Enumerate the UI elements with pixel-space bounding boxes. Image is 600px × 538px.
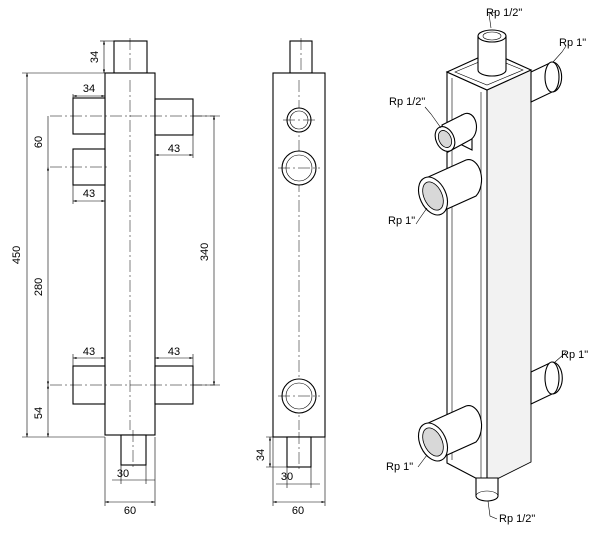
dim-lower-offset: 54 xyxy=(33,407,45,419)
dim-mid-left-stub: 43 xyxy=(83,188,95,200)
iso-label-upper-left-large: Rp 1" xyxy=(388,215,415,227)
side-small-port xyxy=(283,107,315,133)
dim-side-bottom-pipe-height: 34 xyxy=(255,449,267,461)
iso-lower-left-large-stub xyxy=(417,405,483,462)
dim-bottom-pipe-width: 30 xyxy=(117,468,129,480)
iso-label-top: Rp 1/2" xyxy=(486,7,522,19)
iso-upper-left-large-stub xyxy=(417,159,483,216)
iso-bottom-pipe xyxy=(475,477,499,502)
dim-top-pipe-height: 34 xyxy=(89,51,101,63)
front-bottom-pipe xyxy=(120,434,147,466)
dim-side-body-width: 60 xyxy=(292,505,304,517)
iso-top-pipe xyxy=(477,29,507,77)
dim-upper-right-stub: 43 xyxy=(168,143,180,155)
iso-upper-left-small-stub xyxy=(434,112,477,153)
iso-label-lower-right: Rp 1" xyxy=(561,349,588,361)
dim-right-height: 340 xyxy=(199,243,211,261)
iso-upper-right-stub xyxy=(530,61,563,103)
iso-lower-right-stub xyxy=(530,361,563,405)
dim-body-width: 60 xyxy=(124,505,136,517)
dim-center-height: 280 xyxy=(33,278,45,296)
isometric-view: Rp 1/2" Rp 1" Rp 1/2" Rp 1" Rp 1" Rp 1" … xyxy=(386,7,588,525)
dim-upper-stub-offset: 60 xyxy=(33,136,45,148)
dim-side-bottom-pipe-width: 30 xyxy=(281,471,293,483)
dim-lower-left-stub: 43 xyxy=(83,346,95,358)
iso-label-upper-right: Rp 1" xyxy=(559,37,586,49)
side-view: 34 30 60 xyxy=(255,38,326,517)
iso-label-bottom: Rp 1/2" xyxy=(499,513,535,525)
dim-total-height: 450 xyxy=(11,246,23,264)
front-upper-right-stub xyxy=(154,98,194,136)
front-main-body xyxy=(104,72,156,436)
dim-lower-right-stub: 43 xyxy=(168,346,180,358)
front-top-pipe xyxy=(113,40,148,74)
iso-label-lower-left: Rp 1" xyxy=(386,461,413,473)
front-view: 450 280 60 54 340 34 34 43 43 xyxy=(11,38,220,517)
iso-right-face xyxy=(486,69,532,485)
side-large-port-lower xyxy=(278,378,320,414)
iso-label-upper-left-small: Rp 1/2" xyxy=(389,96,425,108)
dim-upper-left-stub: 34 xyxy=(83,83,95,95)
side-large-port-upper xyxy=(278,150,320,186)
